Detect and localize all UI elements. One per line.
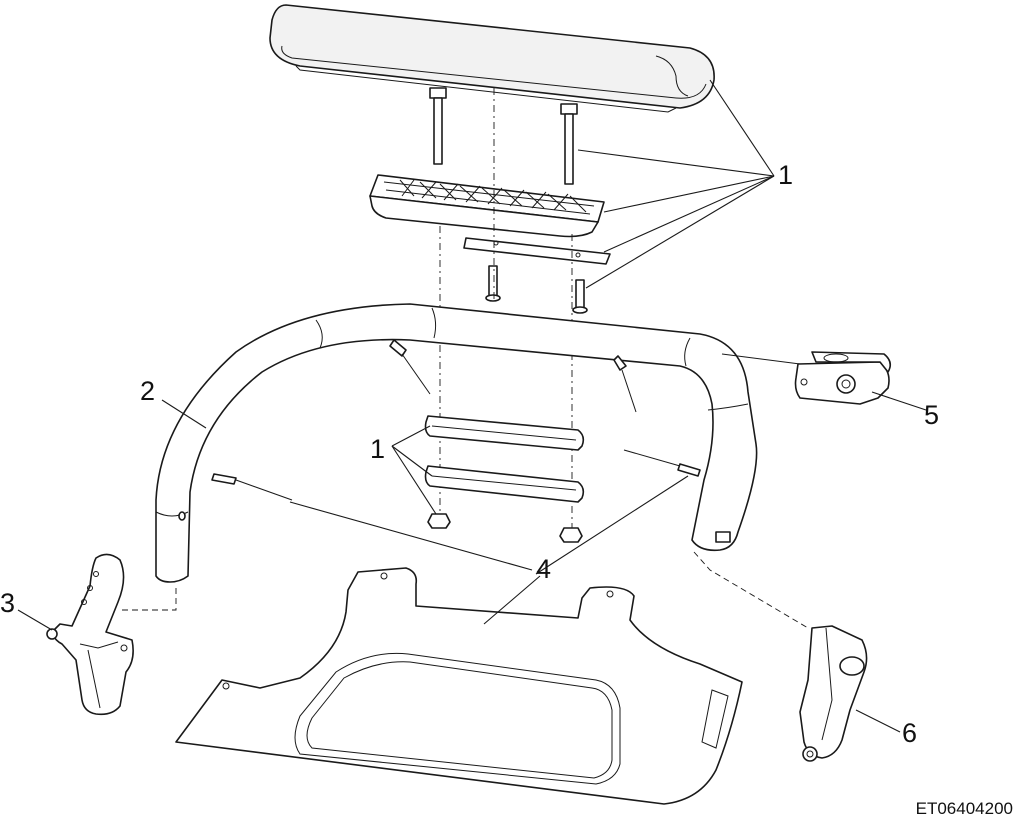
bolt-right <box>560 103 578 185</box>
cover-panel-4 <box>175 567 743 805</box>
nut-left <box>427 513 451 529</box>
screw-left <box>485 265 501 302</box>
clamp-plate-lower <box>424 465 585 503</box>
leader-lines <box>17 79 927 733</box>
screw-right <box>572 279 588 314</box>
bolt-left <box>429 87 447 165</box>
callout-3: 3 <box>0 588 15 618</box>
nut-right <box>559 527 583 543</box>
callout-6: 6 <box>902 718 917 748</box>
armrest-pad <box>269 4 715 113</box>
handle-part-3 <box>46 553 134 716</box>
reference-code: ET06404200 <box>916 799 1013 818</box>
callout-5: 5 <box>924 400 939 430</box>
handle-part-6 <box>799 625 868 762</box>
rivet-lower-left <box>211 473 293 501</box>
callout-1-top: 1 <box>778 160 793 190</box>
rivet-right-top <box>613 355 637 413</box>
rivet-left-top <box>389 339 431 395</box>
plate <box>463 237 611 265</box>
clamp-part-5 <box>794 351 892 405</box>
frame-tube <box>155 303 758 583</box>
mounting-bracket <box>369 174 605 238</box>
callout-4: 4 <box>536 554 551 584</box>
callout-1-middle: 1 <box>370 434 385 464</box>
callout-2: 2 <box>140 376 155 406</box>
clamp-plate-upper <box>424 415 585 451</box>
rivet-lower-right <box>623 449 701 477</box>
